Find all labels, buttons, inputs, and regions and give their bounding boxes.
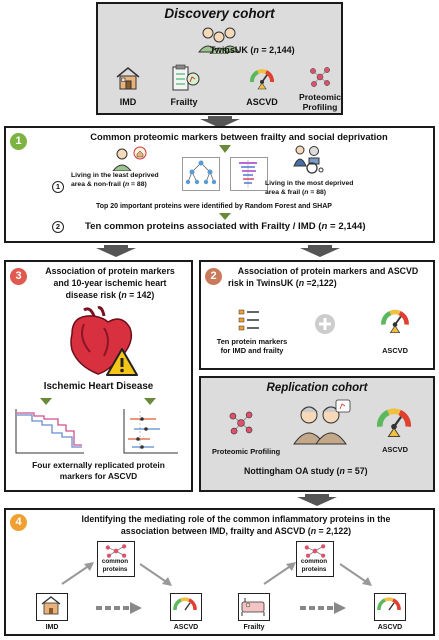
- protein-list-icon: [238, 309, 259, 331]
- step1-panel: [4, 126, 435, 243]
- step1-number-badge: 1: [10, 133, 27, 150]
- discovery-cohort-panel: [96, 2, 343, 115]
- step1-result-text: Ten common proteins associated with Frai…: [85, 221, 366, 232]
- step3-panel: [4, 260, 193, 492]
- proteins-label: proteins: [301, 566, 327, 573]
- least-deprived-line2: area & non-frail (n = 88): [71, 181, 147, 188]
- small-arrow-down-icon: [219, 213, 231, 220]
- step3-caption-line1: Four externally replicated protein: [32, 460, 165, 470]
- least-deprived-line1: Living in the least deprived: [71, 172, 159, 179]
- step4-title-line1: Identifying the mediating role of the co…: [81, 514, 391, 524]
- imd-left-label: IMD: [45, 624, 59, 631]
- discovery-title: Discovery cohort: [164, 6, 275, 21]
- arrow-down-right-icon: [139, 563, 172, 586]
- twinsuk-label: TwinsUK (n = 2,144): [210, 45, 295, 55]
- step1-title: Common proteomic markers between frailty…: [90, 131, 388, 142]
- arrow-down-icon: [297, 494, 337, 506]
- shap-plot-image: [230, 157, 268, 191]
- ten-protein-markers-line1: Ten protein markers: [216, 337, 288, 346]
- most-deprived-line2: area & frail (n = 88): [265, 189, 327, 196]
- frailty-box: [238, 593, 270, 621]
- replication-ascvd-label: ASCVD: [382, 445, 408, 454]
- common-proteins-box-right: common proteins: [296, 541, 334, 577]
- proteins-label: proteins: [102, 566, 128, 573]
- non-frail-person-icon: [112, 146, 147, 171]
- top20-text: Top 20 important proteins were identifie…: [96, 203, 332, 210]
- imd-label: IMD: [119, 97, 137, 107]
- step2-number-badge: 2: [205, 268, 222, 285]
- common-proteins-box-left: common proteins: [97, 541, 135, 577]
- arrow-up-right-icon: [263, 562, 296, 585]
- plus-icon: [315, 314, 335, 334]
- ascvd-right-label: ASCVD: [377, 624, 403, 631]
- proteomic-network-icon: [310, 67, 330, 87]
- frailty-label: Frailty: [170, 97, 198, 107]
- step4-title-line2: association between IMD, frailty and ASC…: [120, 526, 352, 536]
- step1-sub-number-1: 1: [52, 181, 64, 193]
- replication-proteomic-label: Proteomic Profiling: [212, 447, 281, 456]
- frailty-right-label: Frailty: [243, 624, 265, 631]
- frail-wheelchair-icon: [293, 145, 324, 174]
- arrow-down-left-icon: [96, 245, 136, 257]
- step2-title-line2: risk in TwinsUK (n =2,122): [228, 278, 337, 288]
- arrow-down-right-icon: [300, 245, 340, 257]
- arrow-up-right-icon: [61, 562, 94, 585]
- small-arrow-down-icon: [144, 398, 156, 405]
- step3-title-line1: Association of protein markers: [45, 266, 175, 276]
- most-deprived-line1: Living in the most deprived: [265, 180, 354, 187]
- ascvd-gauge-icon: [250, 69, 274, 90]
- ascvd-box-right: [374, 593, 406, 621]
- ascvd-box-left: [170, 593, 202, 621]
- step2-panel: [199, 260, 435, 370]
- ascvd-left-label: ASCVD: [173, 624, 199, 631]
- arrow-down-right-icon: [339, 563, 372, 586]
- nottingham-label: Nottingham OA study (n = 57): [244, 466, 368, 476]
- small-arrow-down-icon: [40, 398, 52, 405]
- people-group-icon: [197, 27, 241, 54]
- warning-icon: [106, 348, 138, 376]
- ascvd-gauge-icon: [376, 408, 412, 438]
- ascvd-gauge-icon: [381, 309, 409, 334]
- step4-number-badge: 4: [10, 514, 27, 531]
- step2-ascvd-label: ASCVD: [382, 346, 408, 355]
- tree-diagram-image: [182, 157, 220, 191]
- frailty-clipboard-icon: [172, 64, 200, 91]
- dashed-arrow-right-icon: [96, 602, 142, 614]
- step3-title-line2: and 10-year ischemic heart: [53, 278, 167, 288]
- elderly-people-icon: [293, 399, 351, 445]
- step3-number-badge: 3: [10, 268, 27, 285]
- common-label: common: [101, 558, 129, 565]
- step2-title-line1: Association of protein markers and ASCVD: [237, 266, 419, 276]
- ascvd-label: ASCVD: [246, 97, 278, 107]
- arrow-down-icon: [200, 116, 240, 128]
- step3-title-line3: disease risk (n = 142): [65, 290, 155, 300]
- step3-caption-line2: markers for ASCVD: [59, 471, 138, 481]
- small-arrow-down-icon: [219, 145, 231, 153]
- step1-sub-number-2: 2: [52, 221, 64, 233]
- house-icon: [116, 67, 140, 90]
- proteomic-network-icon: [229, 411, 253, 435]
- step4-panel: [4, 508, 435, 636]
- replication-title: Replication cohort: [266, 382, 368, 394]
- imd-box: [36, 593, 68, 621]
- common-label: common: [300, 558, 328, 565]
- ten-protein-markers-line2: for IMD and frailty: [220, 346, 284, 355]
- ihd-label: Ischemic Heart Disease: [43, 381, 154, 392]
- forest-plot: [123, 409, 178, 454]
- km-curve-plot: [15, 409, 84, 454]
- proteomic-label: Proteomic Profiling: [298, 92, 342, 112]
- dashed-arrow-right-icon: [300, 602, 346, 614]
